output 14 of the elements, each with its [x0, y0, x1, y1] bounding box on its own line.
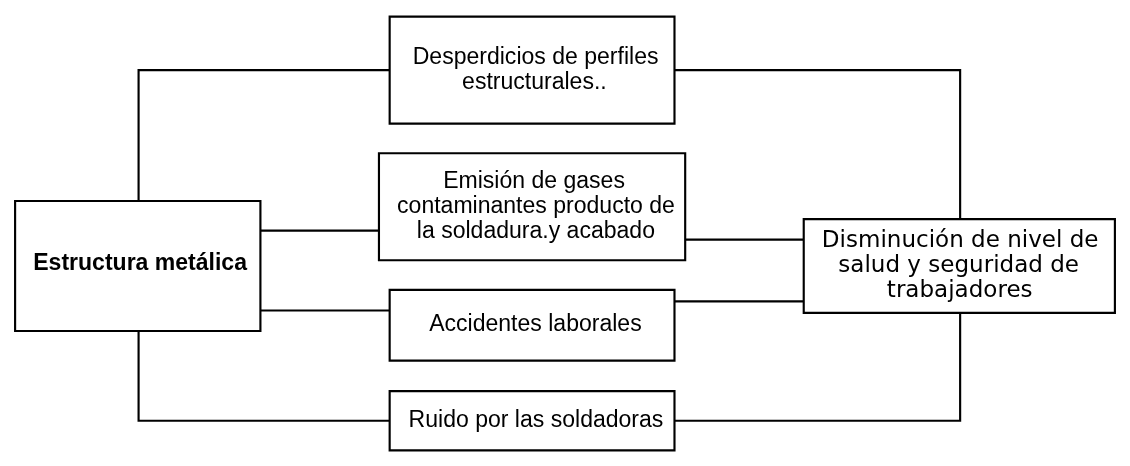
connector: [137, 330, 390, 422]
connector: [674, 299, 804, 302]
node-box: Desperdicios de perfiles estructurales..: [388, 15, 676, 125]
node-box: Disminución de nivel de salud y seguridad de trabajadores: [802, 217, 1116, 314]
connector: [260, 308, 390, 312]
connector: [260, 229, 379, 232]
connector: [685, 238, 804, 241]
connector: [137, 68, 390, 201]
node-box: Estructura metálica: [14, 199, 262, 332]
node-box: Ruido por las soldadoras: [388, 389, 676, 451]
node-box: Accidentes laborales: [388, 288, 676, 362]
connector: [674, 68, 962, 219]
node-box: Emisión de gases contaminantes producto de la soldadura.y acabado: [377, 151, 687, 261]
connector: [674, 312, 962, 422]
